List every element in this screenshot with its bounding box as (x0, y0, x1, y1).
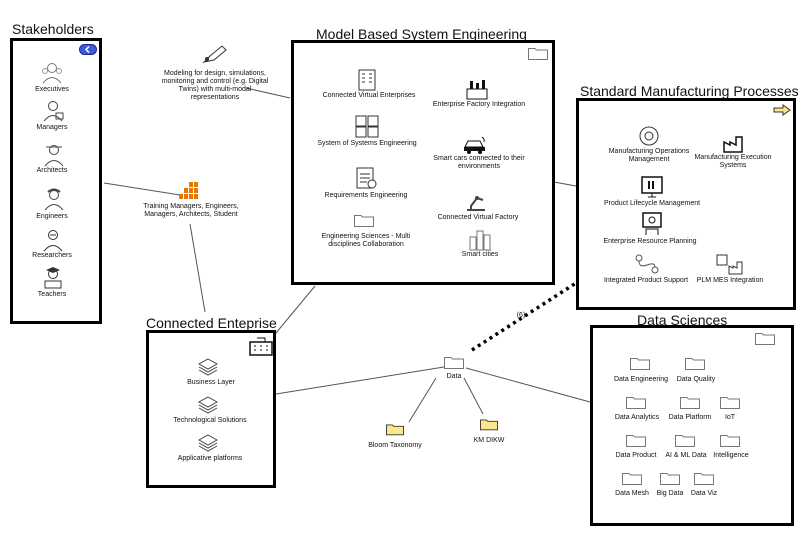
smp-integrated-product-support: Integrated Product Support (603, 277, 689, 284)
folder-icon[interactable] (675, 433, 695, 447)
connected-technological-solutions: Technological Solutions (173, 417, 247, 424)
folder-icon[interactable] (685, 356, 705, 370)
smart-city-icon (468, 227, 492, 256)
ds-ai-ml-data: AI & ML Data (665, 452, 707, 459)
factory-icon (722, 133, 746, 158)
modeling-description: Modeling for design, simulations, monito… (161, 70, 269, 101)
folder-icon[interactable] (680, 395, 700, 409)
stakeholder-teachers: Teachers (37, 291, 67, 298)
folder-icon[interactable] (626, 395, 646, 409)
mbse-smart-cities: Smart cities (461, 251, 499, 258)
architects-icon (42, 143, 66, 172)
layers-icon (197, 396, 219, 419)
teachers-icon (41, 266, 65, 295)
stakeholders-title: Stakeholders (12, 21, 94, 37)
arrow-right-icon[interactable] (773, 104, 791, 116)
layers-icon (197, 358, 219, 381)
smp-manufacturing-operations-management: Manufacturing Operations Management (608, 148, 690, 163)
robot-arm-icon (463, 188, 489, 217)
smart-car-icon (462, 134, 488, 159)
factory-icon (464, 78, 490, 105)
ds-data-analytics: Data Analytics (614, 414, 660, 421)
erp-icon (640, 211, 664, 242)
folder-icon[interactable] (622, 471, 642, 485)
researchers-icon (41, 228, 65, 257)
pen-tool-icon (202, 44, 228, 69)
smp-enterprise-resource-planning: Enterprise Resource Planning (603, 238, 697, 245)
stakeholders-panel (10, 38, 102, 324)
ds-data-engineering: Data Engineering (613, 376, 669, 383)
folder-icon[interactable] (630, 356, 650, 370)
puzzle-icon (354, 114, 380, 143)
mbse-system-of-systems-engineering: System of Systems Engineering (317, 140, 417, 147)
connected-panel (146, 330, 276, 488)
enterprise-building-icon (355, 67, 379, 96)
ds-intelligence: Intelligence (713, 452, 749, 459)
connected-title: Connected Enteprise (146, 315, 277, 331)
folder-icon[interactable] (694, 471, 714, 485)
folder-icon[interactable] (720, 433, 740, 447)
ds-data-product: Data Product (615, 452, 657, 459)
folder-icon[interactable] (354, 213, 374, 227)
folder-icon[interactable] (626, 433, 646, 447)
plm-mes-icon (716, 253, 744, 280)
enterprise-building-icon[interactable] (249, 336, 273, 356)
ds-data-platform: Data Platform (668, 414, 712, 421)
bloom-taxonomy-label: Bloom Taxonomy (368, 442, 422, 449)
smp-panel (576, 98, 796, 310)
engineers-icon (42, 187, 66, 216)
plm-icon (640, 175, 664, 204)
gear-cycle-icon (637, 124, 661, 153)
mbse-engineering-sciences: Engineering Sciences - Multi disciplines… (321, 233, 411, 248)
ds-data-mesh: Data Mesh (615, 490, 649, 497)
requirements-icon (354, 166, 378, 195)
note-folder-icon[interactable] (386, 422, 404, 436)
data-label: Data (446, 373, 462, 380)
stakeholder-executives: Executives (35, 86, 69, 93)
mbse-enterprise-factory-integration: Enterprise Factory Integration (432, 101, 526, 108)
managers-icon (41, 100, 65, 127)
mbse-connected-virtual-enterprises: Connected Virtual Enterprises (322, 92, 416, 99)
mbse-panel (291, 40, 555, 285)
mbse-requirements-engineering: Requirements Engineering (324, 192, 408, 199)
bar-chart-icon (178, 180, 202, 205)
ds-data-viz: Data Viz (690, 490, 718, 497)
stakeholder-managers: Managers (36, 124, 68, 131)
mbse-connected-virtual-factory: Connected Virtual Factory (437, 214, 519, 221)
data-folder-icon[interactable] (444, 355, 464, 369)
ds-iot: IoT (724, 414, 736, 421)
stakeholder-architects: Architects (36, 167, 68, 174)
folder-icon[interactable] (660, 471, 680, 485)
connected-business-layer: Business Layer (187, 379, 235, 386)
folder-icon[interactable] (755, 331, 775, 345)
support-path-icon (634, 253, 660, 280)
stakeholder-researchers: Researchers (32, 252, 72, 259)
connected-applicative-platforms: Applicative platforms (177, 455, 243, 462)
smp-plm-mes-integration: PLM MES Integration (696, 277, 764, 284)
folder-icon[interactable] (528, 46, 548, 60)
data-sciences-panel (590, 325, 794, 526)
stakeholder-engineers: Engineers (36, 213, 68, 220)
ds-data-quality: Data Quality (676, 376, 716, 383)
folder-icon[interactable] (720, 395, 740, 409)
smp-title: Standard Manufacturing Processes (580, 83, 799, 99)
note-folder-icon[interactable] (480, 417, 498, 431)
toggle-icon[interactable] (79, 44, 97, 55)
executives-icon (40, 62, 64, 89)
mbse-title: Model Based System Engineering (316, 26, 527, 42)
km-dikw-label: KM DIKW (473, 437, 505, 444)
smp-product-lifecycle-management: Product Lifecycle Management (603, 200, 701, 207)
mbse-smart-cars: Smart cars connected to their environmen… (433, 155, 525, 170)
data-sciences-title: Data Sciences (637, 312, 728, 328)
ds-big-data: Big Data (656, 490, 684, 497)
training-description: Training Managers, Engineers, Managers, … (143, 203, 239, 218)
layers-icon (197, 434, 219, 457)
smp-manufacturing-execution-systems: Manufacturing Execution Systems (694, 154, 772, 169)
dotted-connector-label: (6) (516, 312, 526, 319)
